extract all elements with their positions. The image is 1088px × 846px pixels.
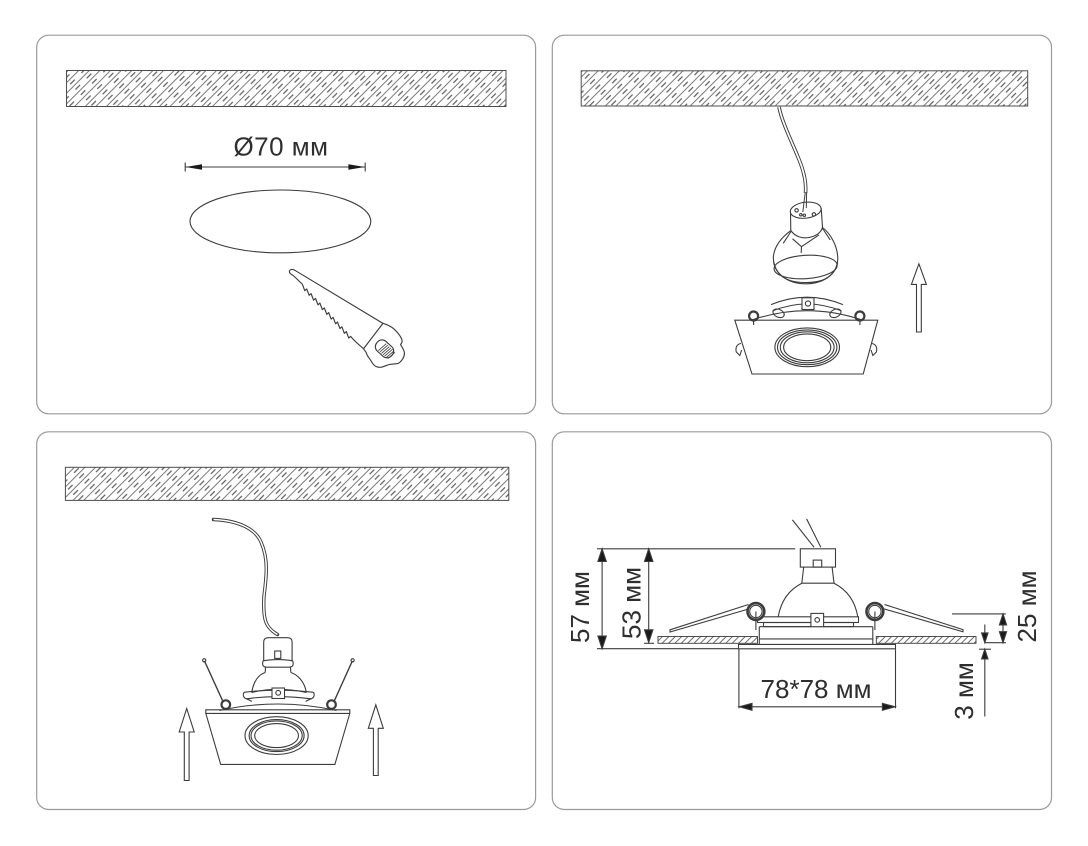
svg-text:Ø70 мм: Ø70 мм — [233, 132, 328, 162]
svg-text:25 мм: 25 мм — [1012, 571, 1042, 643]
svg-text:53 мм: 53 мм — [616, 567, 646, 639]
svg-text:3 мм: 3 мм — [949, 662, 979, 719]
svg-text:78*78 мм: 78*78 мм — [761, 674, 872, 704]
svg-text:57 мм: 57 мм — [565, 571, 595, 643]
